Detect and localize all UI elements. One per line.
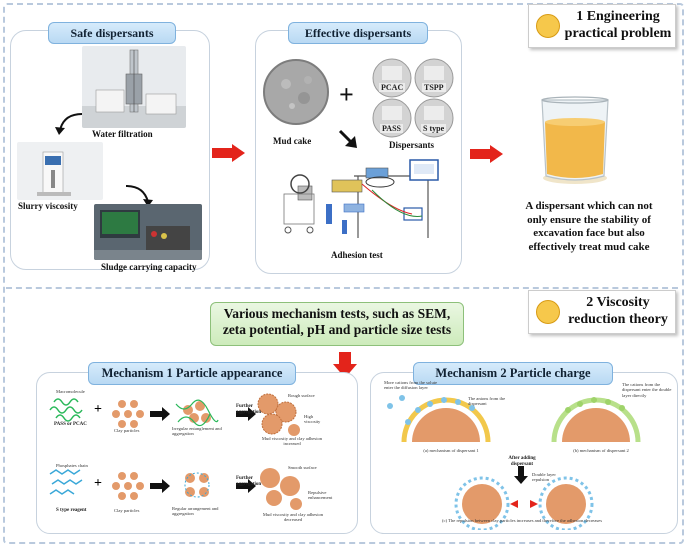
red-arrow-right-1	[212, 144, 245, 162]
mechanism1-diagram	[49, 393, 302, 510]
m1-plus-1: +	[94, 402, 102, 417]
m1-macromolecule: Macromolecule	[56, 389, 85, 394]
dispersant-label-pcac: PCAC	[379, 83, 406, 92]
m1-further-2: Further aggregation	[236, 476, 262, 487]
m1-smooth: Smooth surface	[288, 465, 317, 470]
dispersant-tspp-image	[414, 58, 454, 98]
m2-after-adding: After adding dispersant	[508, 456, 536, 467]
m2-more-cations: More cations from the solute enter the d…	[384, 380, 438, 391]
down-arrow-black	[338, 129, 357, 148]
m1-rough: Rough surface	[288, 393, 315, 398]
water-filtration-label: Water filtration	[92, 129, 153, 139]
dispersants-label: Dispersants	[389, 140, 435, 150]
m2-anions: The anions from the dispersant	[468, 396, 506, 407]
curved-arrow-1	[55, 113, 83, 135]
section-divider	[6, 287, 678, 289]
m1-further: Further aggregation	[236, 404, 262, 415]
lightbulb-icon-2	[536, 300, 560, 324]
m2-a-label: (a) mechanism of dispersant 1	[423, 448, 479, 453]
viscosity-theory-line1: 2 Viscosity	[586, 295, 650, 310]
engineering-problem-line1: 1 Engineering	[576, 9, 660, 24]
mechanism2-panel	[370, 372, 678, 534]
problem-description: A dispersant which can not only ensure t…	[525, 200, 653, 253]
adhesion-test-label: Adhesion test	[331, 250, 383, 260]
safe-dispersants-title: Safe dispersants	[48, 22, 176, 44]
dispersant-pcac-image	[372, 58, 412, 98]
slurry-viscosity-photo	[17, 142, 103, 200]
m1-plus-2: +	[94, 476, 102, 491]
m1-irregular: Irregular entanglement and aggregation	[172, 426, 222, 437]
plus-sign: +	[339, 80, 354, 109]
adhesion-test-diagram	[283, 159, 439, 238]
red-arrow-right-2	[470, 145, 503, 163]
red-arrow-down	[333, 352, 357, 378]
water-filtration-photo	[82, 46, 186, 128]
sludge-capacity-label: Sludge carrying capacity	[101, 262, 197, 272]
mechanism2-diagram	[387, 395, 641, 530]
m1-regular: Regular arrangement and aggregation	[172, 506, 219, 517]
curved-arrow-2	[125, 185, 153, 207]
dispersant-label-stype: S type	[421, 124, 447, 133]
m1-mud-increased: Mud viscosity and clay adhesion increase…	[261, 436, 323, 447]
m1-clay-particles-2: Clay particles	[114, 508, 140, 513]
viscosity-theory-line2: reduction theory	[568, 312, 668, 327]
m1-high-viscosity: High viscosity	[304, 414, 321, 425]
m2-cations-dispersant: The cations from the dispersant enter th…	[622, 382, 672, 398]
m2-c-label: (c) The repulsion between clay particles…	[442, 518, 602, 523]
engineering-problem-line2: practical problem	[564, 26, 672, 41]
mechanism-tests-box: Various mechanism tests, such as SEM, ze…	[210, 302, 464, 346]
dispersant-label-pass: PASS	[380, 124, 403, 133]
sludge-capacity-photo	[94, 204, 202, 260]
mechanism2-title: Mechanism 2 Particle charge	[413, 362, 613, 385]
m1-pass-pcac: PASS or PCAC	[54, 422, 87, 427]
m1-repulsive: Repulsive enhancement	[308, 490, 333, 501]
mud-cake-label: Mud cake	[273, 136, 312, 146]
m1-phosphates: Phosphates chain	[56, 463, 88, 468]
beaker-image	[541, 96, 609, 184]
slurry-viscosity-label: Slurry viscosity	[18, 201, 78, 211]
mechanism1-panel	[36, 372, 358, 534]
m2-double-layer: Double layer repulsion	[532, 472, 556, 483]
m1-clay-particles: Clay particles	[114, 428, 140, 433]
effective-dispersants-title: Effective dispersants	[288, 22, 428, 44]
m2-b-label: (b) mechanism of dispersant 2	[573, 448, 629, 453]
lightbulb-icon	[536, 14, 560, 38]
m1-s-type: S type reagent	[56, 508, 87, 513]
mechanism1-title: Mechanism 1 Particle appearance	[88, 362, 296, 385]
m1-mud-decreased: Mud viscosity and clay adhesion decrease…	[262, 512, 324, 523]
outer-frame	[3, 3, 684, 544]
mud-cake-image	[263, 59, 329, 125]
dispersant-label-tspp: TSPP	[422, 83, 446, 92]
